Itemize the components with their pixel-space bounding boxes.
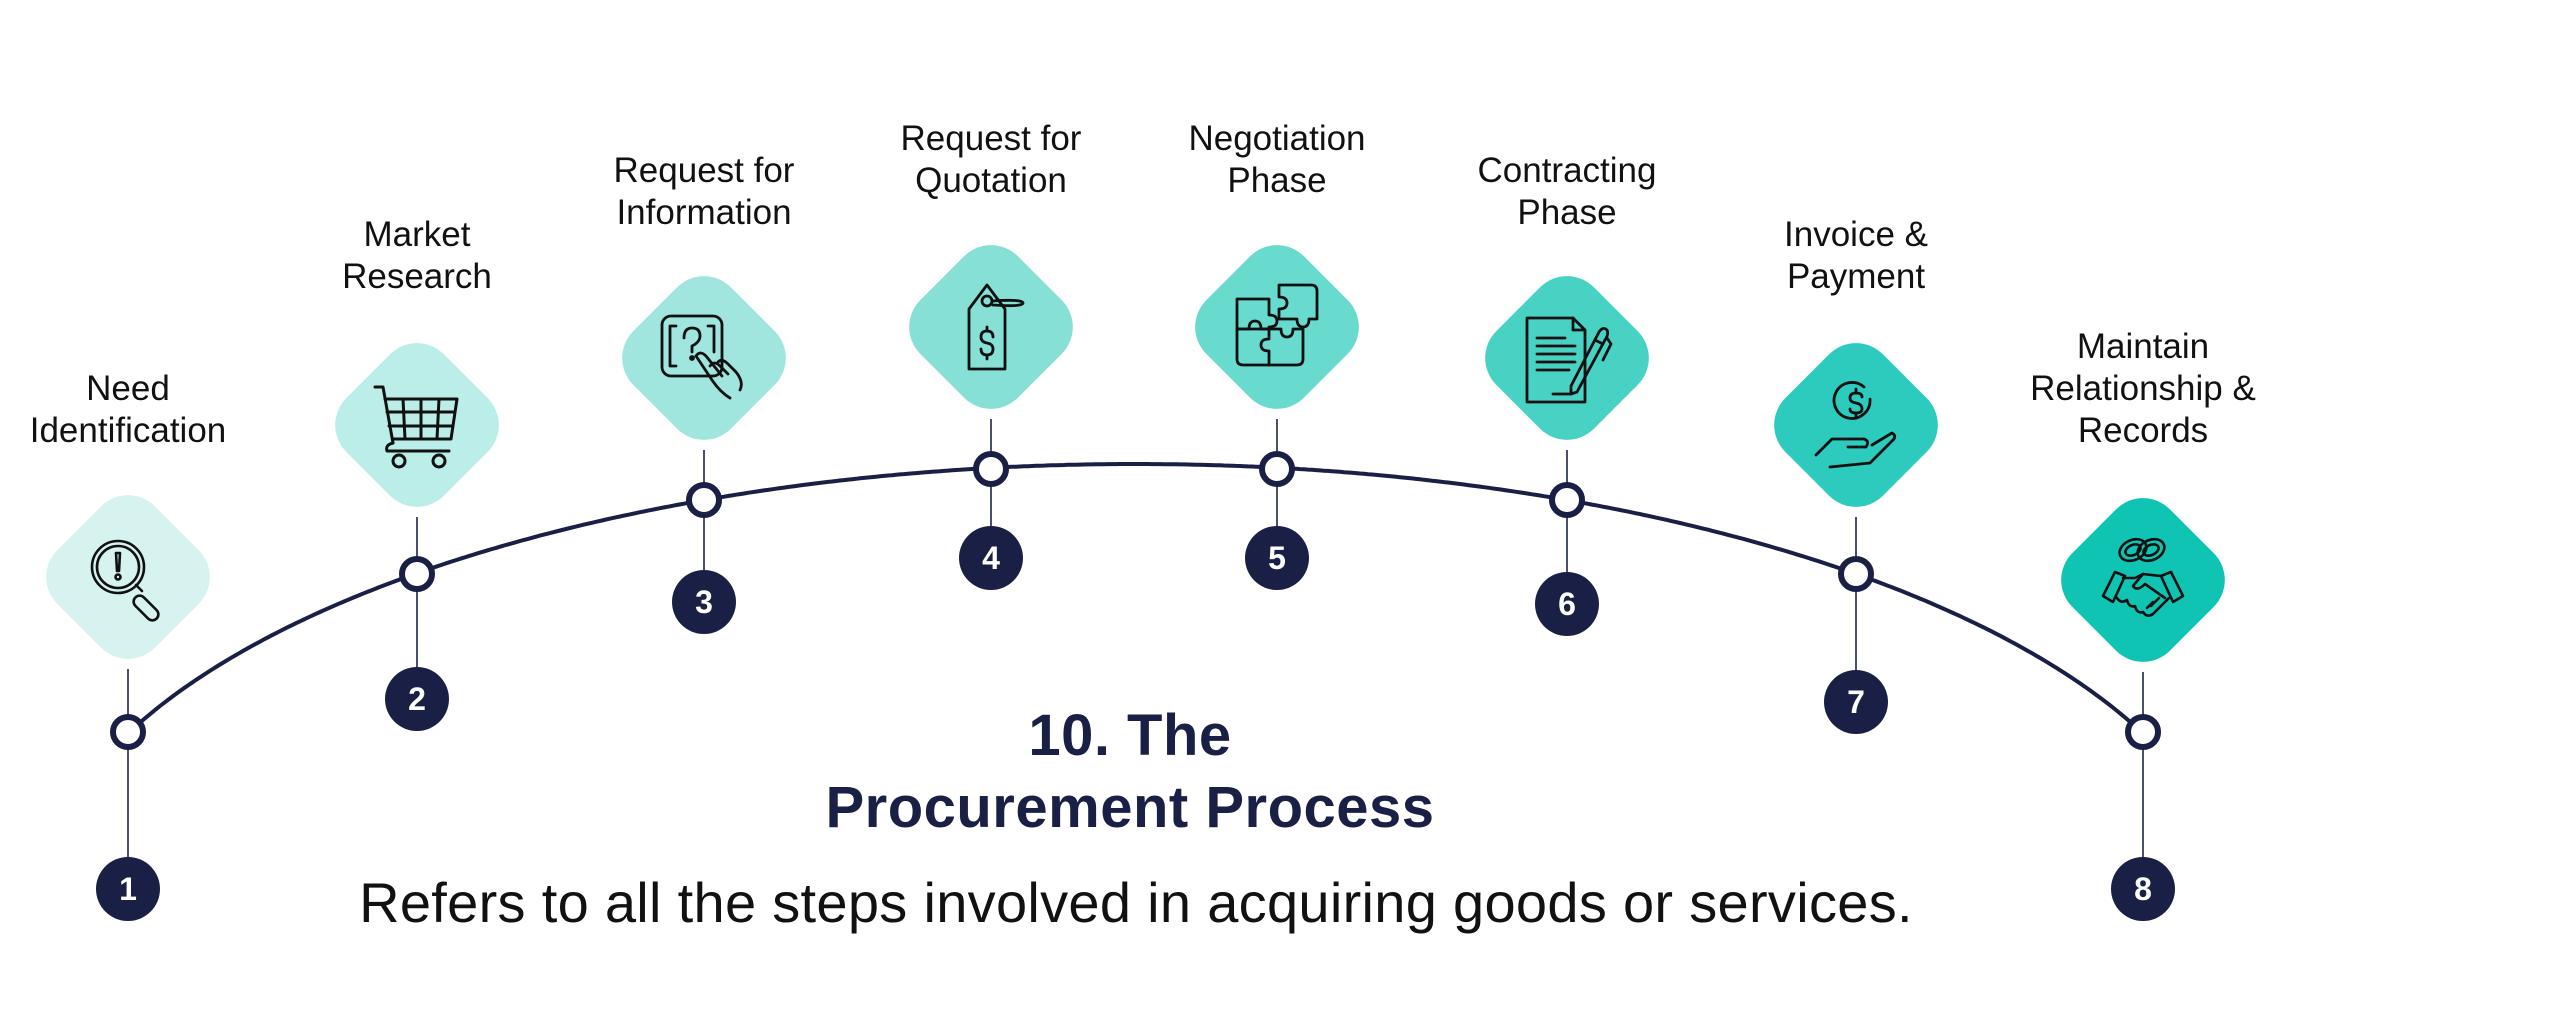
step-number-badge-4: 4 bbox=[959, 526, 1023, 590]
step-number-badge-1: 1 bbox=[96, 857, 160, 921]
step-number-badge-8: 8 bbox=[2111, 857, 2175, 921]
timeline-node-2 bbox=[399, 556, 435, 592]
timeline-node-5 bbox=[1259, 451, 1295, 487]
page-title: 10. The Procurement Process bbox=[700, 700, 1560, 844]
step-number-badge-3: 3 bbox=[672, 570, 736, 634]
step-label-8: Maintain Relationship & Records bbox=[2030, 327, 2256, 450]
timeline-node-3 bbox=[686, 482, 722, 518]
contract-pen-icon bbox=[1519, 310, 1615, 406]
step-number-badge-7: 7 bbox=[1824, 670, 1888, 734]
timeline-node-1 bbox=[110, 714, 146, 750]
step-label-3: Request for Information bbox=[613, 151, 795, 232]
step-number-badge-2: 2 bbox=[385, 667, 449, 731]
hand-coin-icon bbox=[1808, 377, 1904, 473]
step-label-2: Market Research bbox=[342, 215, 492, 296]
step-label-1: Need Identification bbox=[29, 369, 227, 450]
puzzle-icon bbox=[1229, 279, 1325, 375]
step-label-6: Contracting Phase bbox=[1477, 151, 1657, 232]
title-line-2: Procurement Process bbox=[825, 775, 1435, 840]
subtitle: Refers to all the steps involved in acqu… bbox=[359, 871, 1913, 934]
step-number-badge-6: 6 bbox=[1535, 572, 1599, 636]
shopping-cart-icon bbox=[369, 377, 465, 473]
timeline-node-6 bbox=[1549, 482, 1585, 518]
handshake-link-icon bbox=[2095, 532, 2191, 628]
timeline-arc bbox=[126, 462, 2142, 735]
timeline-node-7 bbox=[1838, 556, 1874, 592]
timeline-node-4 bbox=[973, 451, 1009, 487]
step-label-4: Request for Quotation bbox=[900, 119, 1082, 200]
step-number-badge-5: 5 bbox=[1245, 526, 1309, 590]
search-alert-icon bbox=[80, 529, 176, 625]
title-line-1: 10. The bbox=[1028, 703, 1232, 768]
step-label-5: Negotiation Phase bbox=[1188, 119, 1366, 200]
price-tag-icon bbox=[943, 279, 1039, 375]
timeline-node-8 bbox=[2125, 714, 2161, 750]
question-touch-icon bbox=[656, 310, 752, 406]
step-label-7: Invoice & Payment bbox=[1784, 215, 1928, 296]
